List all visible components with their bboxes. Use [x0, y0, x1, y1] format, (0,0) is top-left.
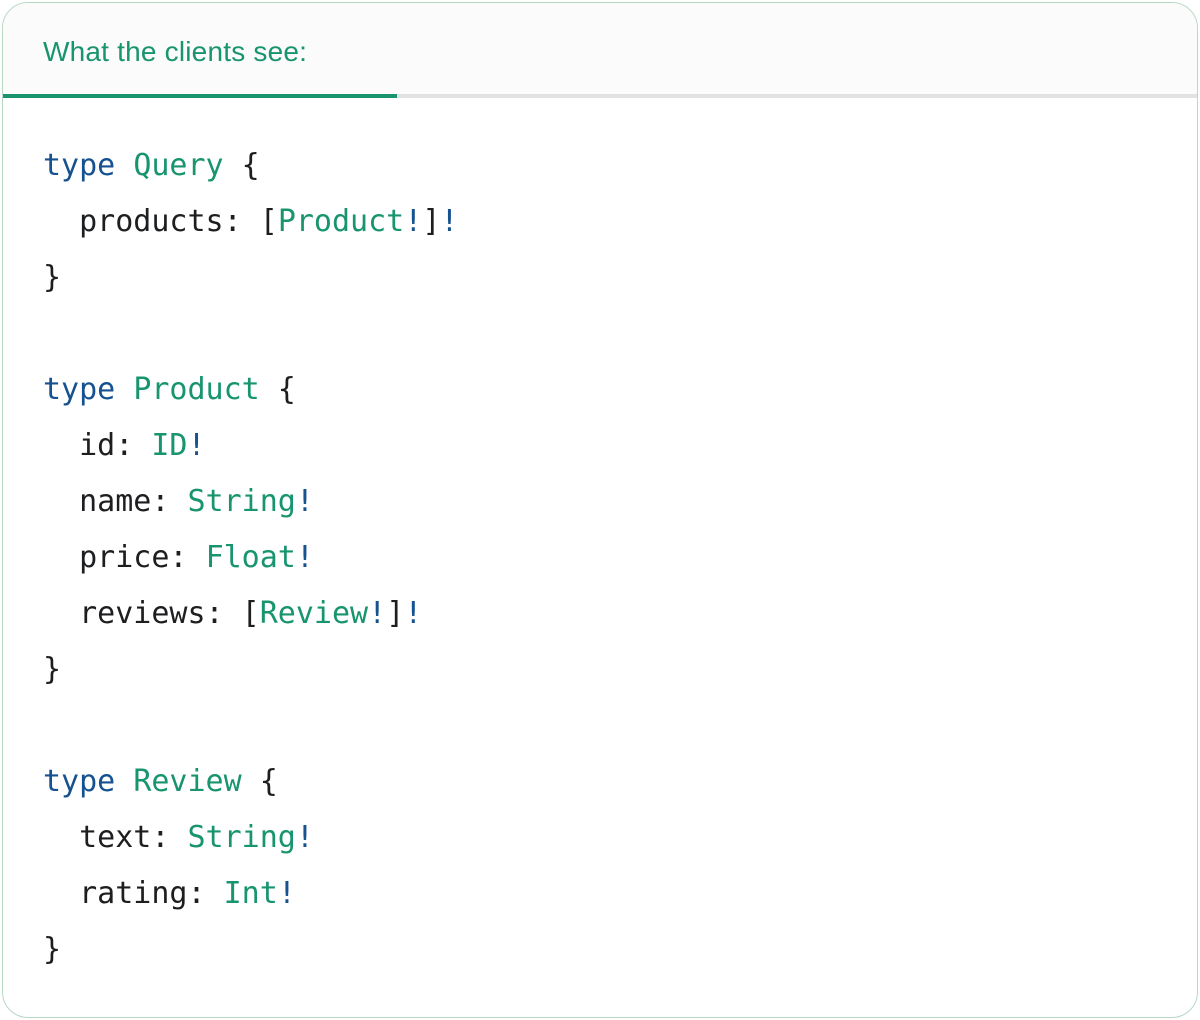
code-token: name:: [43, 484, 188, 519]
code-token: String: [187, 820, 296, 855]
code-token: reviews: [: [43, 596, 260, 631]
code-token: }: [43, 652, 62, 687]
code-line: name: String!: [43, 474, 1157, 530]
code-token: text:: [43, 820, 188, 855]
code-token: Float: [205, 540, 296, 575]
code-line: }: [43, 250, 1157, 306]
code-line: price: Float!: [43, 530, 1157, 586]
code-line: }: [43, 922, 1157, 978]
code-token: String: [187, 484, 296, 519]
schema-code-block: type Query { products: [Product!]!} type…: [3, 98, 1197, 978]
code-token: [115, 764, 133, 799]
code-line: reviews: [Review!]!: [43, 586, 1157, 642]
code-line: }: [43, 642, 1157, 698]
code-line: id: ID!: [43, 418, 1157, 474]
code-token: Review: [133, 764, 242, 799]
code-line: type Product {: [43, 362, 1157, 418]
code-token: type: [43, 148, 116, 183]
tab-label: What the clients see:: [43, 35, 308, 67]
code-token: ]: [422, 204, 441, 239]
code-token: Query: [133, 148, 224, 183]
code-token: id:: [43, 428, 152, 463]
code-token: !: [277, 876, 296, 911]
code-token: Int: [223, 876, 278, 911]
code-token: !: [295, 540, 314, 575]
code-token: {: [241, 764, 278, 799]
code-token: !: [187, 428, 206, 463]
code-token: Product: [277, 204, 405, 239]
code-line: text: String!: [43, 810, 1157, 866]
active-tab-indicator: [3, 94, 397, 98]
code-token: !: [295, 820, 314, 855]
code-token: price:: [43, 540, 206, 575]
code-token: Review: [259, 596, 369, 631]
code-line: type Query {: [43, 138, 1157, 194]
code-token: type: [43, 764, 116, 799]
code-token: !: [404, 596, 423, 631]
code-token: !: [440, 204, 459, 239]
code-line: rating: Int!: [43, 866, 1157, 922]
code-token: [115, 372, 133, 407]
code-token: ]: [386, 596, 405, 631]
code-token: [115, 148, 133, 183]
code-token: Product: [133, 372, 260, 407]
code-token: }: [43, 932, 62, 967]
code-token: !: [295, 484, 314, 519]
code-token: type: [43, 372, 116, 407]
code-token: ID: [151, 428, 188, 463]
code-token: {: [223, 148, 260, 183]
tab-bar: What the clients see:: [3, 3, 1197, 98]
code-token: rating:: [43, 876, 224, 911]
code-line: [43, 698, 1157, 754]
code-token: products: [: [43, 204, 278, 239]
code-token: {: [259, 372, 296, 407]
tab-what-clients-see[interactable]: What the clients see:: [3, 3, 397, 98]
code-token: !: [404, 204, 423, 239]
code-line: [43, 306, 1157, 362]
code-line: products: [Product!]!: [43, 194, 1157, 250]
code-token: !: [368, 596, 387, 631]
code-token: }: [43, 260, 62, 295]
code-line: type Review {: [43, 754, 1157, 810]
